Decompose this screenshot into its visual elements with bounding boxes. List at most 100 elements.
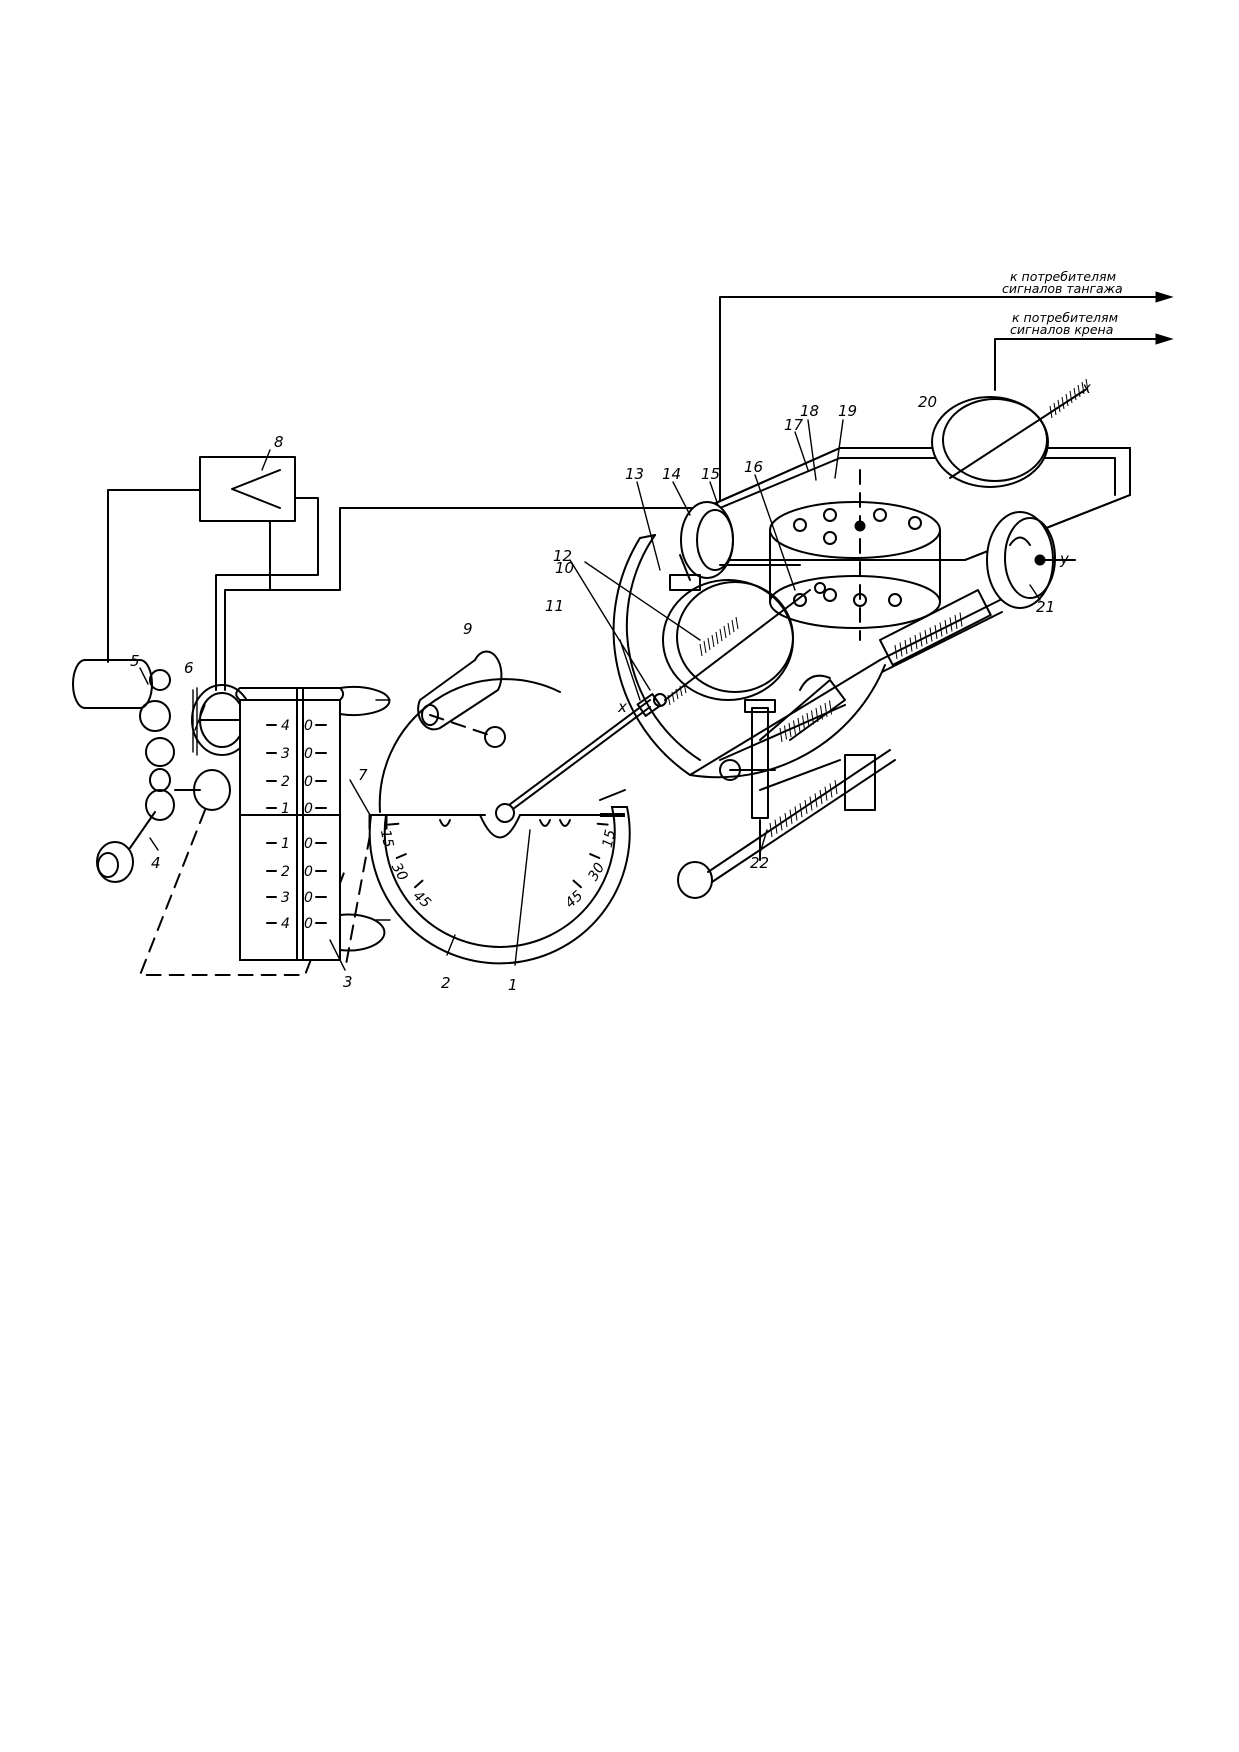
winding-mark: [1069, 390, 1073, 404]
disc-18: [769, 469, 941, 641]
label-3: 3: [343, 973, 353, 991]
winding-mark: [723, 625, 727, 639]
label-15: 15: [701, 465, 720, 483]
roll-signal-line: [994, 333, 1174, 391]
label-7: 7: [358, 766, 368, 784]
drum-zero-upper-1: 0: [304, 746, 313, 762]
winding-mark: [1053, 402, 1057, 416]
winding-mark: [788, 722, 792, 738]
winding-mark: [727, 622, 731, 636]
winding-mark: [769, 822, 773, 838]
winding-mark: [1049, 405, 1053, 419]
winding-mark: [789, 809, 793, 824]
drum-number-upper-3: 1: [281, 801, 290, 817]
winding-mark: [715, 631, 719, 645]
label-10: 10: [555, 559, 574, 577]
winding-mark: [793, 720, 796, 735]
winding-mark: [707, 637, 711, 651]
roll-signal-text-1: к потребителям: [1012, 310, 1118, 325]
drum-zero-lower-3: 0: [304, 916, 313, 932]
label-4: 4: [151, 854, 161, 872]
drum-number-lower-2: 3: [281, 890, 290, 906]
winding-mark: [929, 627, 933, 642]
pitch-signal-text-2: сигналов тангажа: [1002, 281, 1123, 296]
winding-mark: [703, 640, 707, 654]
winding-mark: [939, 622, 943, 637]
winding-mark: [894, 644, 898, 660]
winding-mark: [667, 694, 671, 706]
rod-11: [495, 693, 667, 823]
adjust-knob-4: [96, 768, 231, 883]
winding-mark: [904, 639, 908, 655]
winding-mark: [924, 629, 928, 645]
winding-mark: [809, 796, 813, 811]
drum-number-upper-2: 2: [281, 774, 290, 790]
amp-wire-to-sensor: [215, 497, 319, 691]
axis-x-top: x: [1081, 379, 1091, 397]
wire-to-frame: [269, 507, 706, 591]
axis-y-right: y: [1059, 550, 1070, 568]
drum-number-upper-1: 3: [281, 746, 290, 762]
leader-lines: [139, 419, 1041, 971]
label-20: 20: [918, 393, 937, 411]
arc-tick-left-1: [395, 853, 407, 859]
spring-rod-right: [879, 589, 1003, 673]
arc-label-right-0: 45: [562, 888, 586, 912]
arc-tick-right-2: [596, 822, 609, 826]
label-9: 9: [463, 620, 473, 638]
label-16: 16: [744, 458, 763, 476]
winding-mark: [774, 819, 778, 834]
winding-mark: [735, 616, 739, 630]
gyro-12: [662, 579, 811, 701]
lever-22: [677, 749, 896, 899]
winding-mark: [899, 642, 903, 657]
winding-mark: [779, 727, 783, 743]
label-22: 22: [750, 854, 769, 872]
winding-mark: [794, 806, 798, 821]
winding-mark: [799, 803, 803, 818]
label-13: 13: [625, 465, 644, 483]
drum-3: [235, 686, 391, 961]
drum-zero-upper-2: 0: [304, 774, 313, 790]
winding-mark: [802, 715, 805, 730]
pitch-signal-line: [719, 291, 1174, 521]
motor-5: [72, 659, 175, 767]
arc-label-left-1: 30: [388, 860, 411, 884]
winding-mark: [909, 637, 913, 652]
winding-mark: [671, 691, 675, 703]
arc-tick-left-2: [414, 879, 424, 889]
winding-mark: [829, 700, 832, 715]
label-6: 6: [184, 659, 194, 677]
amp-wire-from-gyro: [224, 520, 271, 691]
drum-zero-lower-1: 0: [304, 864, 313, 880]
label-12: 12: [553, 547, 572, 565]
arc-tick-right-1: [589, 853, 601, 859]
winding-mark: [954, 614, 958, 630]
winding-mark: [784, 725, 787, 740]
arc-label-right-2: 15: [600, 828, 619, 849]
pitch-signal-text-1: к потребителям: [1010, 269, 1116, 284]
winding-mark: [779, 816, 783, 831]
winding-mark: [731, 619, 735, 633]
drum-zero-lower-0: 0: [304, 836, 313, 852]
drum-number-lower-3: 4: [281, 916, 290, 932]
winding-mark: [1057, 399, 1061, 413]
motor-9: [417, 650, 503, 738]
winding-mark: [1085, 378, 1089, 392]
label-14: 14: [662, 465, 681, 483]
winding-mark: [1065, 393, 1069, 407]
winding-mark: [784, 813, 788, 828]
winding-mark: [797, 717, 801, 733]
roll-signal-text-2: сигналов крена: [1010, 322, 1113, 337]
winding-mark: [699, 643, 703, 657]
label-19: 19: [838, 402, 857, 420]
label-21: 21: [1036, 598, 1055, 616]
drum-zero-upper-0: 0: [304, 718, 313, 734]
winding-mark: [949, 617, 953, 632]
winding-mark: [711, 634, 715, 648]
winding-mark: [675, 688, 679, 700]
winding-mark: [934, 624, 938, 640]
winding-mark: [1081, 381, 1085, 395]
axis-x-left: x: [617, 698, 627, 716]
